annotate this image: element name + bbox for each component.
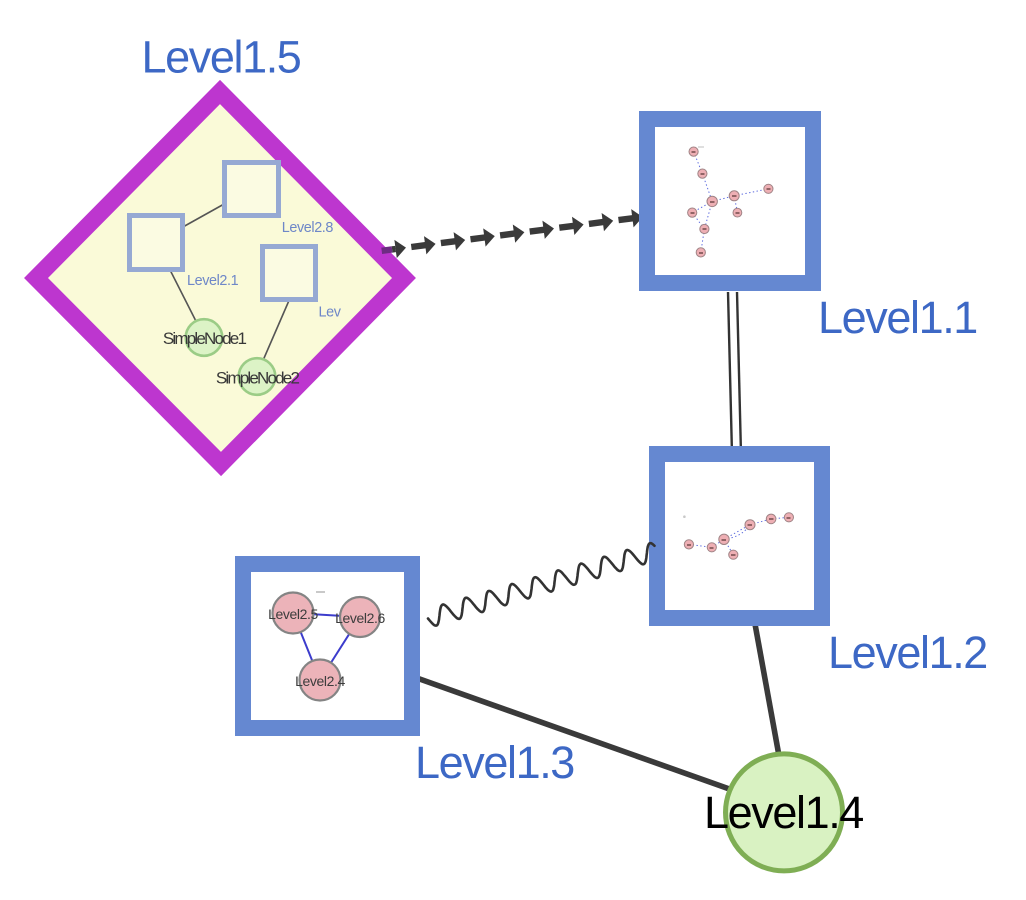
svg-text:Level2.4: Level2.4 (295, 673, 345, 689)
svg-text:Level2.1: Level2.1 (187, 273, 239, 289)
svg-text:Level2.5: Level2.5 (268, 606, 318, 622)
svg-text:Level1.3: Level1.3 (415, 737, 574, 788)
svg-text:Level1.4: Level1.4 (704, 787, 863, 838)
svg-text:Level2.6: Level2.6 (335, 610, 385, 626)
svg-text:SimpleNode2: SimpleNode2 (216, 368, 300, 387)
svg-text:SimpleNode1: SimpleNode1 (163, 329, 247, 348)
svg-text:Level1.5: Level1.5 (142, 32, 301, 83)
svg-text:Level1.1: Level1.1 (818, 292, 977, 343)
svg-text:Lev: Lev (319, 305, 342, 321)
svg-text:Level2.8: Level2.8 (282, 220, 334, 236)
svg-text:Level1.2: Level1.2 (828, 627, 987, 678)
